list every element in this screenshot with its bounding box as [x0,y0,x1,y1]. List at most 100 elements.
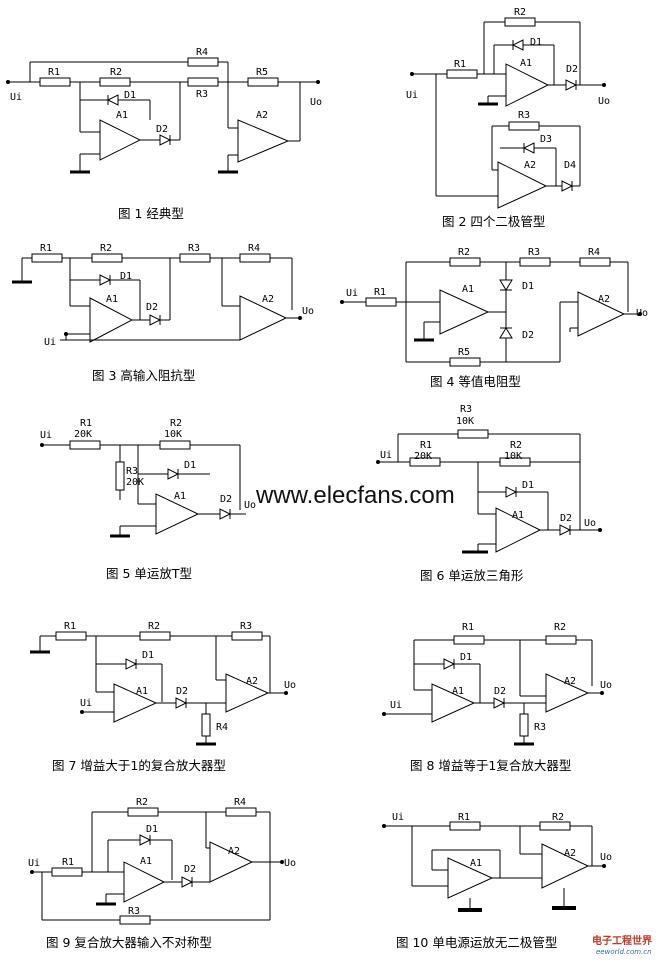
diode-label: D1 [124,90,136,101]
opamp-label: A1 [512,510,524,521]
output-label: Uo [636,308,648,319]
diode-label: D1 [142,650,154,661]
input-label: Ui [392,812,404,823]
output-label: Uo [284,858,296,869]
diode-d2 [559,524,572,536]
opamp-a1 [89,297,134,343]
figure-caption: 图 9 复合放大器输入不对称型 [46,935,212,950]
opamp-a1 [113,683,158,723]
opamp-a2 [209,841,254,883]
opamp-label: A2 [228,846,240,857]
resistor-value: 20K [126,477,144,488]
resistor-r1 [446,69,478,79]
resistor-label: R4 [196,47,208,58]
opamp-label: A2 [262,294,274,305]
diode-label: D3 [540,134,552,145]
resistor-r4 [225,807,257,817]
resistor-label: R3 [518,110,530,121]
resistor-label: R2 [148,621,160,632]
resistor-r4 [187,57,219,67]
diode-d1 [125,658,138,670]
resistor-r4 [201,713,211,737]
resistor-label: R3 [126,466,138,477]
resistor-value: 20K [414,451,432,462]
resistor-r2 [539,821,571,831]
resistor-r5 [247,77,279,87]
output-label: Uo [600,680,612,691]
diode-d2 [175,697,188,709]
resistor-r1 [365,297,397,307]
figure-10 [382,821,606,912]
resistor-label: R1 [454,59,466,70]
opamp-a2 [225,673,270,713]
output-label: Uo [244,500,256,511]
resistor-label: R5 [256,67,268,78]
opamp-label: A2 [598,294,610,305]
resistor-r1 [31,253,63,263]
resistor-r2 [159,440,191,450]
figure-caption: 图 7 增益大于1的复合放大器型 [52,758,226,773]
figure-9 [30,807,284,925]
diode-d2 [493,697,506,709]
opamp-a1 [439,289,490,335]
output-label: Uo [584,518,596,529]
opamp-a2 [541,843,590,889]
diode-label: D1 [522,480,534,491]
diode-d3 [522,142,535,154]
opamp-label: A1 [174,491,186,502]
output-label: Uo [302,306,314,317]
site-logo: 电子工程世界 [592,934,652,947]
site-logo-subtitle: eeworld.com.cn [596,948,652,956]
figure-caption: 图 5 单运放T型 [106,566,192,581]
resistor-label: R3 [196,89,208,100]
opamp-label: A2 [256,110,268,121]
opamp-label: A2 [246,676,258,687]
resistor-r1 [453,635,485,645]
diode-d1 [505,486,518,498]
resistor-label: R1 [80,418,92,429]
resistor-r2 [127,807,159,817]
diode-label: D2 [566,64,578,75]
opamp-a1 [505,63,550,107]
resistor-label: R2 [514,7,526,18]
resistor-label: R1 [48,67,60,78]
input-label: Ui [44,337,56,348]
diode-d2 [565,79,578,91]
diode-d1 [99,274,112,286]
diode-label: D2 [146,302,158,313]
opamp-label: A1 [106,294,118,305]
output-label: Uo [600,852,612,863]
diode-label: D2 [176,686,188,697]
output-label: Uo [310,97,322,108]
resistor-r1 [55,631,87,641]
figure-2 [410,17,606,209]
figure-8 [382,635,604,746]
diode-label: D4 [564,160,576,171]
opamp-a2 [497,161,548,209]
figure-caption: 图 4 等值电阻型 [430,374,521,389]
diode-label: D2 [156,124,168,135]
diode-label: D1 [522,281,534,292]
opamp-label: A1 [136,686,148,697]
figure-7 [30,631,288,746]
diode-d1 [139,834,152,846]
resistor-r1 [51,867,83,877]
resistor-value: 10K [456,416,474,427]
resistor-r2 [545,635,577,645]
input-label: Ui [10,92,22,103]
diode-label: D1 [530,37,542,48]
resistor-r3 [519,713,529,737]
opamp-label: A2 [524,160,536,171]
diode-d1 [511,39,524,51]
resistor-r1 [449,821,481,831]
figure-caption: 图 10 单电源运放无二极管型 [396,935,557,950]
diode-label: D2 [184,864,196,875]
diode-label: D2 [494,686,506,697]
figure-1 [6,57,320,174]
opamp-label: A1 [462,284,474,295]
resistor-label: R3 [534,722,546,733]
resistor-r3 [457,429,489,439]
figure-4 [340,257,642,367]
diode-label: D1 [184,460,196,471]
